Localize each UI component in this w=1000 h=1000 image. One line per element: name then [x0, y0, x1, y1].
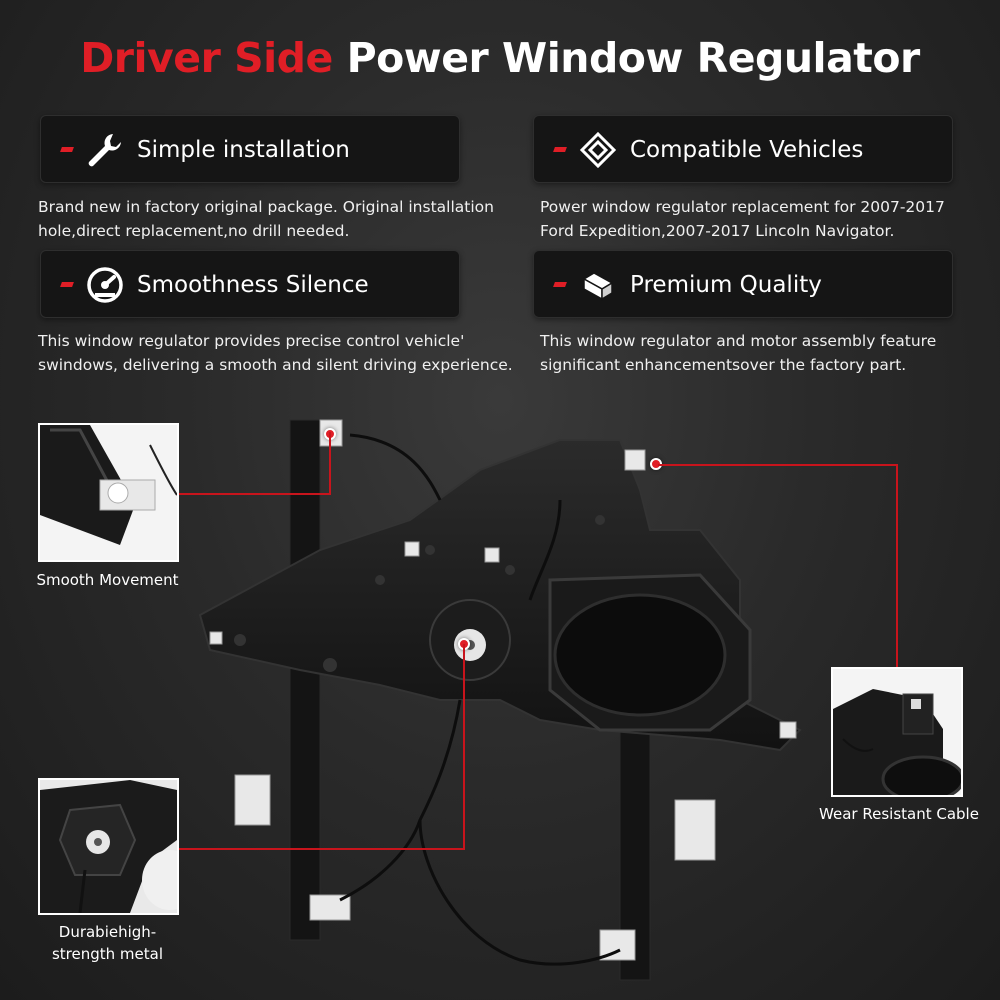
callout-line: [658, 464, 898, 466]
smooth-movement-detail-image: [38, 423, 179, 562]
feature-label: Smoothness Silence: [137, 272, 369, 298]
feature-label: Premium Quality: [630, 272, 822, 298]
feature-compatible-vehicles: Compatible Vehicles: [533, 115, 953, 183]
desc-line: Power window regulator replacement for 2…: [540, 198, 945, 216]
callout-caption-metal: Durabiehigh- strength metal: [20, 921, 195, 965]
wear-resistant-cable-detail-image: [831, 667, 963, 797]
caption-text: Smooth Movement: [36, 571, 179, 589]
feature-smoothness-silence: Smoothness Silence: [40, 250, 460, 318]
feature-description: Brand new in factory original package. O…: [38, 195, 494, 243]
feature-description: Power window regulator replacement for 2…: [540, 195, 945, 243]
feature-label: Simple installation: [137, 137, 350, 163]
caption-text: Durabiehigh-: [58, 923, 157, 941]
callout-line: [178, 848, 465, 850]
diamond-layers-icon: [579, 131, 617, 169]
title-white: Power Window Regulator: [346, 34, 921, 82]
wrench-icon: [88, 134, 121, 167]
callout-line: [463, 644, 465, 850]
callout-caption-cable: Wear Resistant Cable: [808, 803, 990, 825]
callout-caption-smooth: Smooth Movement: [20, 569, 195, 591]
feature-description: This window regulator and motor assembly…: [540, 329, 936, 377]
feature-premium-quality: Premium Quality: [533, 250, 953, 318]
red-dash-marker: [553, 282, 567, 287]
desc-line: hole,direct replacement,no drill needed.: [38, 222, 350, 240]
window-regulator-product-image: [198, 419, 802, 981]
feature-description: This window regulator provides precise c…: [38, 329, 513, 377]
caption-text: Wear Resistant Cable: [819, 805, 979, 823]
red-dash-marker: [553, 147, 567, 152]
title-red: Driver Side: [80, 34, 333, 82]
desc-line: swindows, delivering a smooth and silent…: [38, 356, 513, 374]
desc-line: This window regulator and motor assembly…: [540, 332, 937, 350]
page-title: Driver Side Power Window Regulator: [0, 34, 1000, 82]
feature-simple-installation: Simple installation: [40, 115, 460, 183]
strength-metal-detail-image: [38, 778, 179, 915]
caption-text: strength metal: [51, 945, 164, 963]
speedometer-icon: [87, 267, 123, 303]
metal-profile-icon: [582, 272, 614, 301]
desc-line: This window regulator provides precise c…: [38, 332, 465, 350]
callout-line: [896, 464, 898, 669]
red-dash-marker: [60, 282, 74, 287]
feature-label: Compatible Vehicles: [630, 137, 864, 163]
desc-line: Brand new in factory original package. O…: [38, 198, 494, 216]
desc-line: significant enhancementsover the factory…: [540, 356, 907, 374]
red-dash-marker: [60, 147, 74, 152]
callout-line: [178, 493, 331, 495]
desc-line: Ford Expedition,2007-2017 Lincoln Naviga…: [540, 222, 895, 240]
callout-line: [329, 432, 331, 494]
